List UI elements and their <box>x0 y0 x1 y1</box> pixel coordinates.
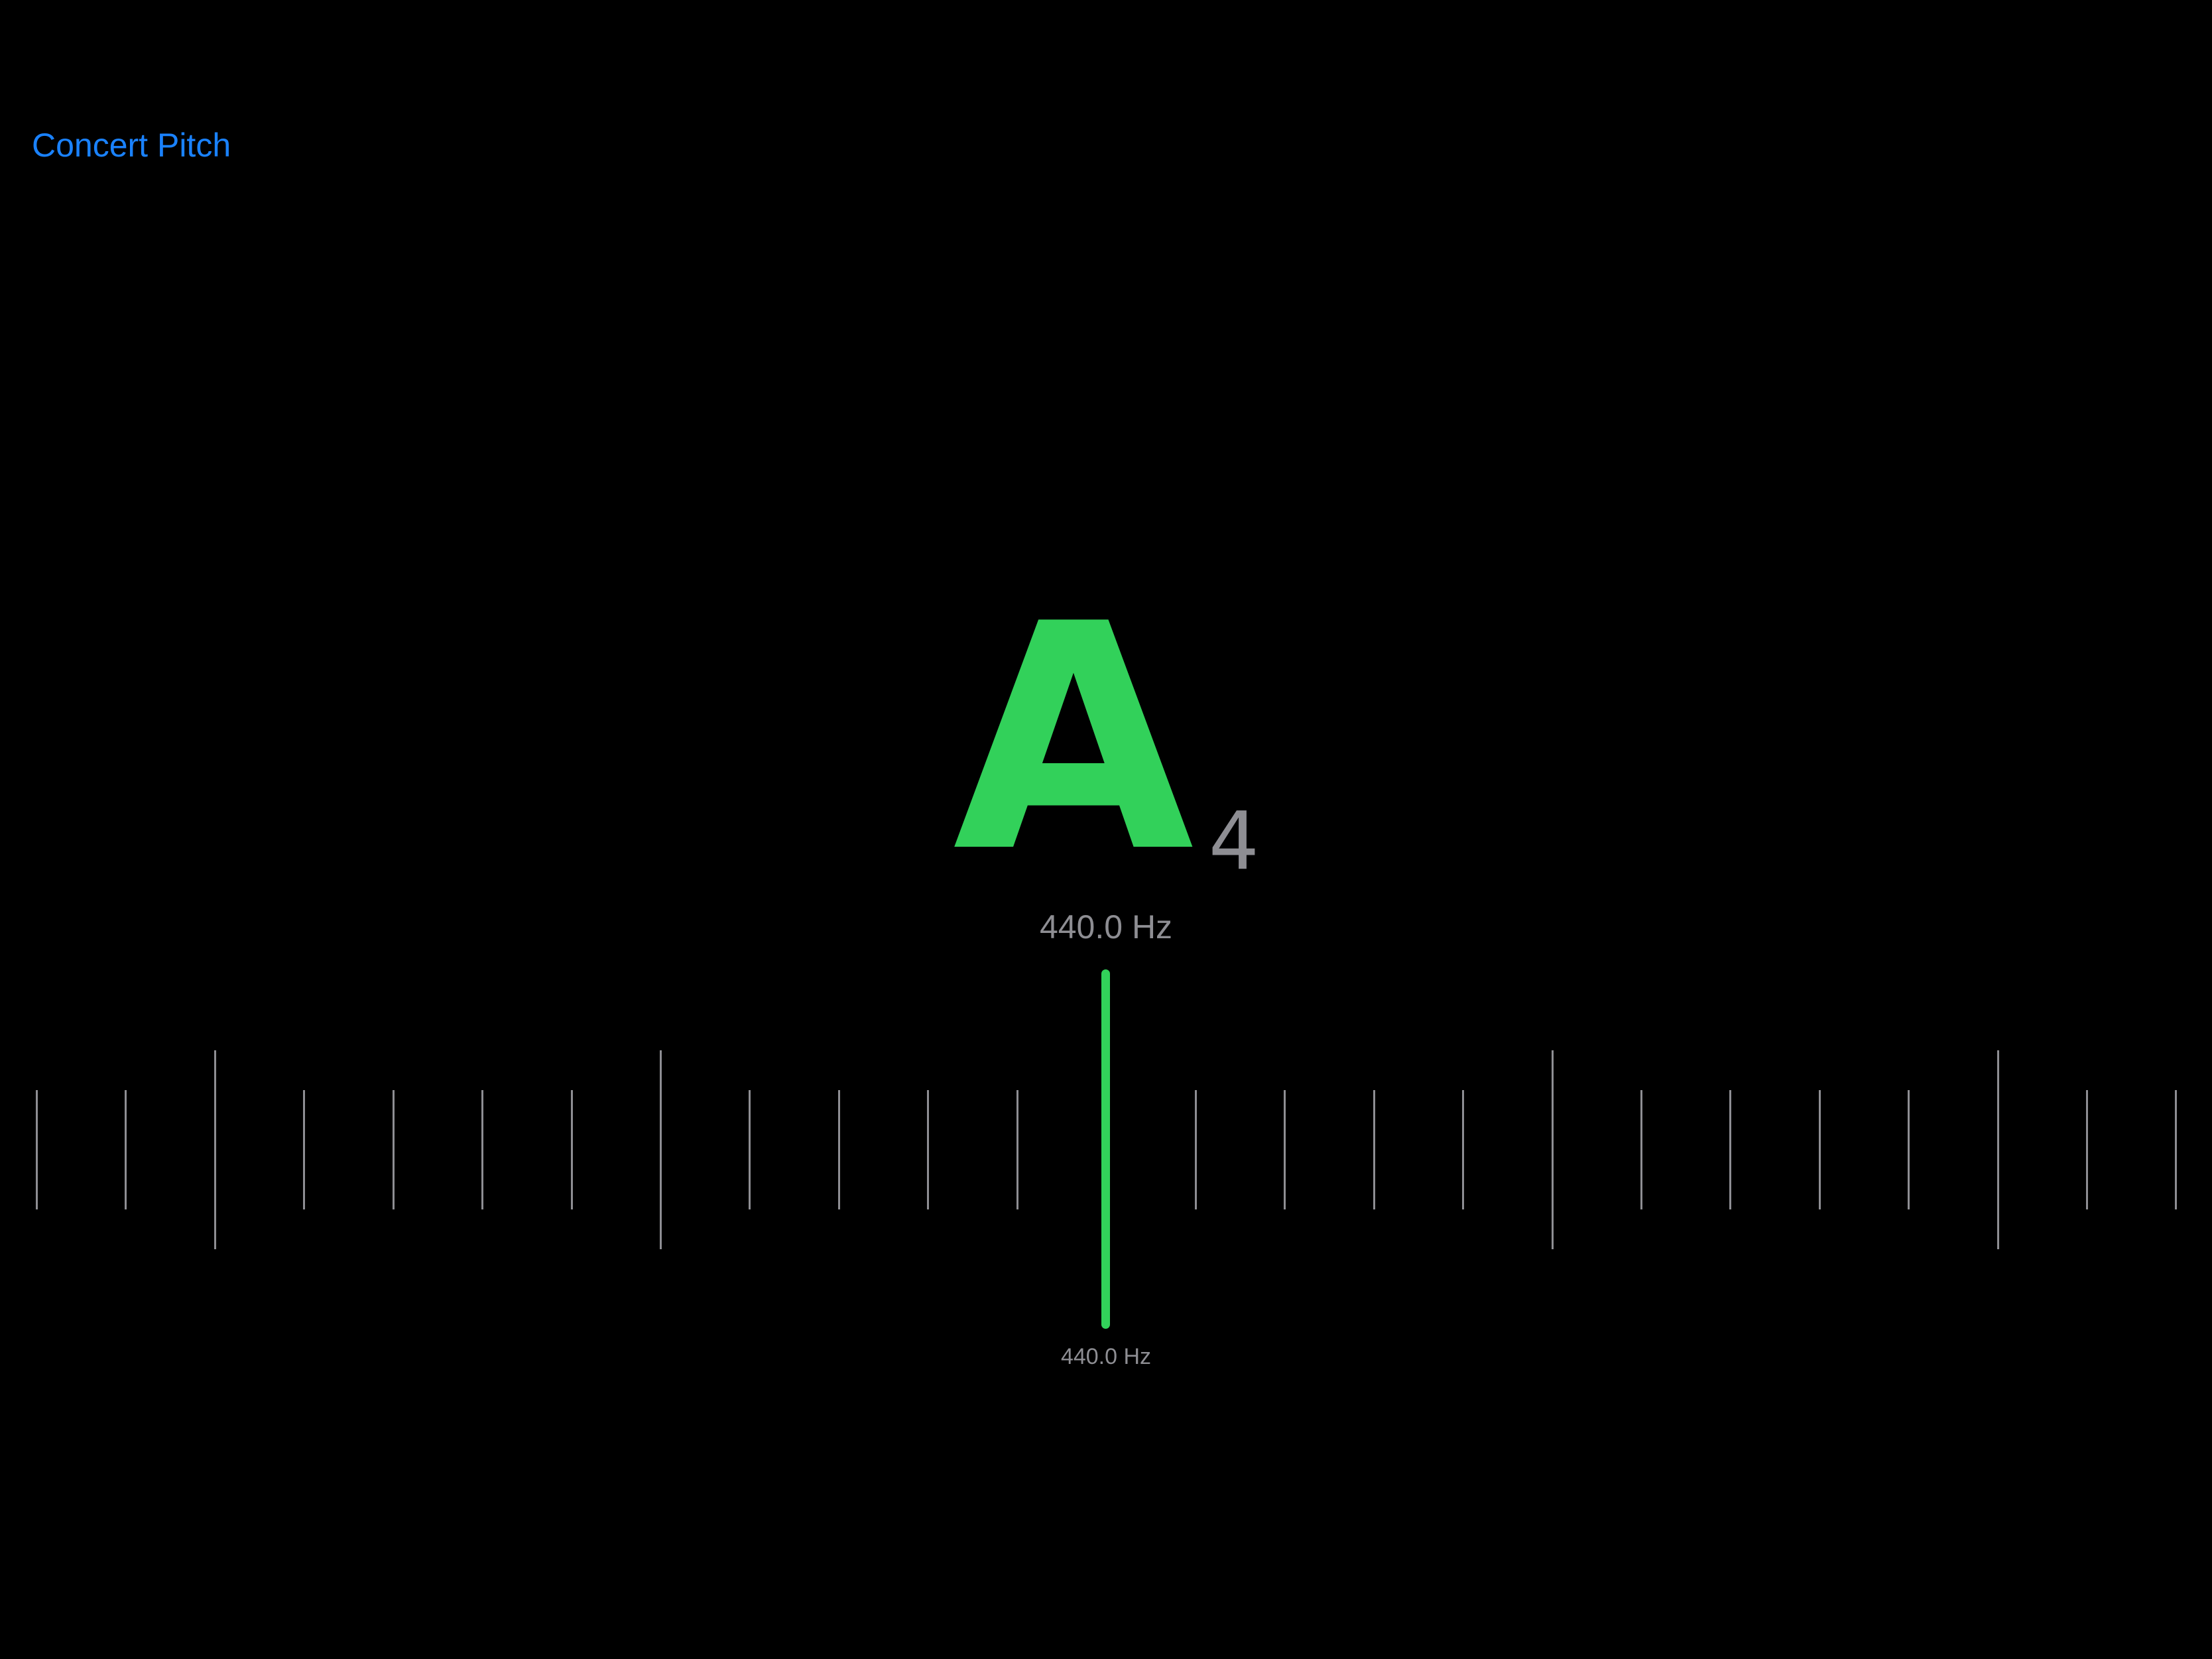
needle-frequency-label: 440.0 Hz <box>1060 1344 1152 1369</box>
scale-tick <box>1908 1090 1910 1209</box>
scale-tick <box>303 1090 305 1209</box>
note-octave: 4 <box>1208 796 1260 888</box>
scale-tick-major <box>660 1050 662 1249</box>
scale-tick-major <box>1552 1050 1554 1249</box>
scale-tick <box>1462 1090 1464 1209</box>
scale-tick <box>1729 1090 1731 1209</box>
scale-tick <box>1016 1090 1018 1209</box>
scale-tick <box>1373 1090 1375 1209</box>
scale-tick <box>749 1090 751 1209</box>
scale-tick <box>838 1090 840 1209</box>
scale-tick <box>1195 1090 1197 1209</box>
scale-tick-major <box>1997 1050 1999 1249</box>
tuning-needle <box>1101 969 1110 1329</box>
scale-tick-major <box>214 1050 216 1249</box>
concert-pitch-button[interactable]: Concert Pitch <box>32 127 231 164</box>
scale-tick <box>125 1090 127 1209</box>
detected-frequency: 440.0 Hz <box>1039 908 1173 946</box>
scale-tick <box>36 1090 38 1209</box>
scale-tick <box>1819 1090 1821 1209</box>
scale-tick <box>393 1090 395 1209</box>
note-display: A 4 <box>953 584 1259 895</box>
scale-tick <box>2175 1090 2177 1209</box>
note-letter: A <box>952 558 1194 920</box>
scale-tick <box>927 1090 929 1209</box>
scale-tick <box>571 1090 573 1209</box>
scale-tick <box>2086 1090 2088 1209</box>
scale-tick <box>481 1090 483 1209</box>
scale-tick <box>1640 1090 1642 1209</box>
scale-tick <box>1284 1090 1286 1209</box>
